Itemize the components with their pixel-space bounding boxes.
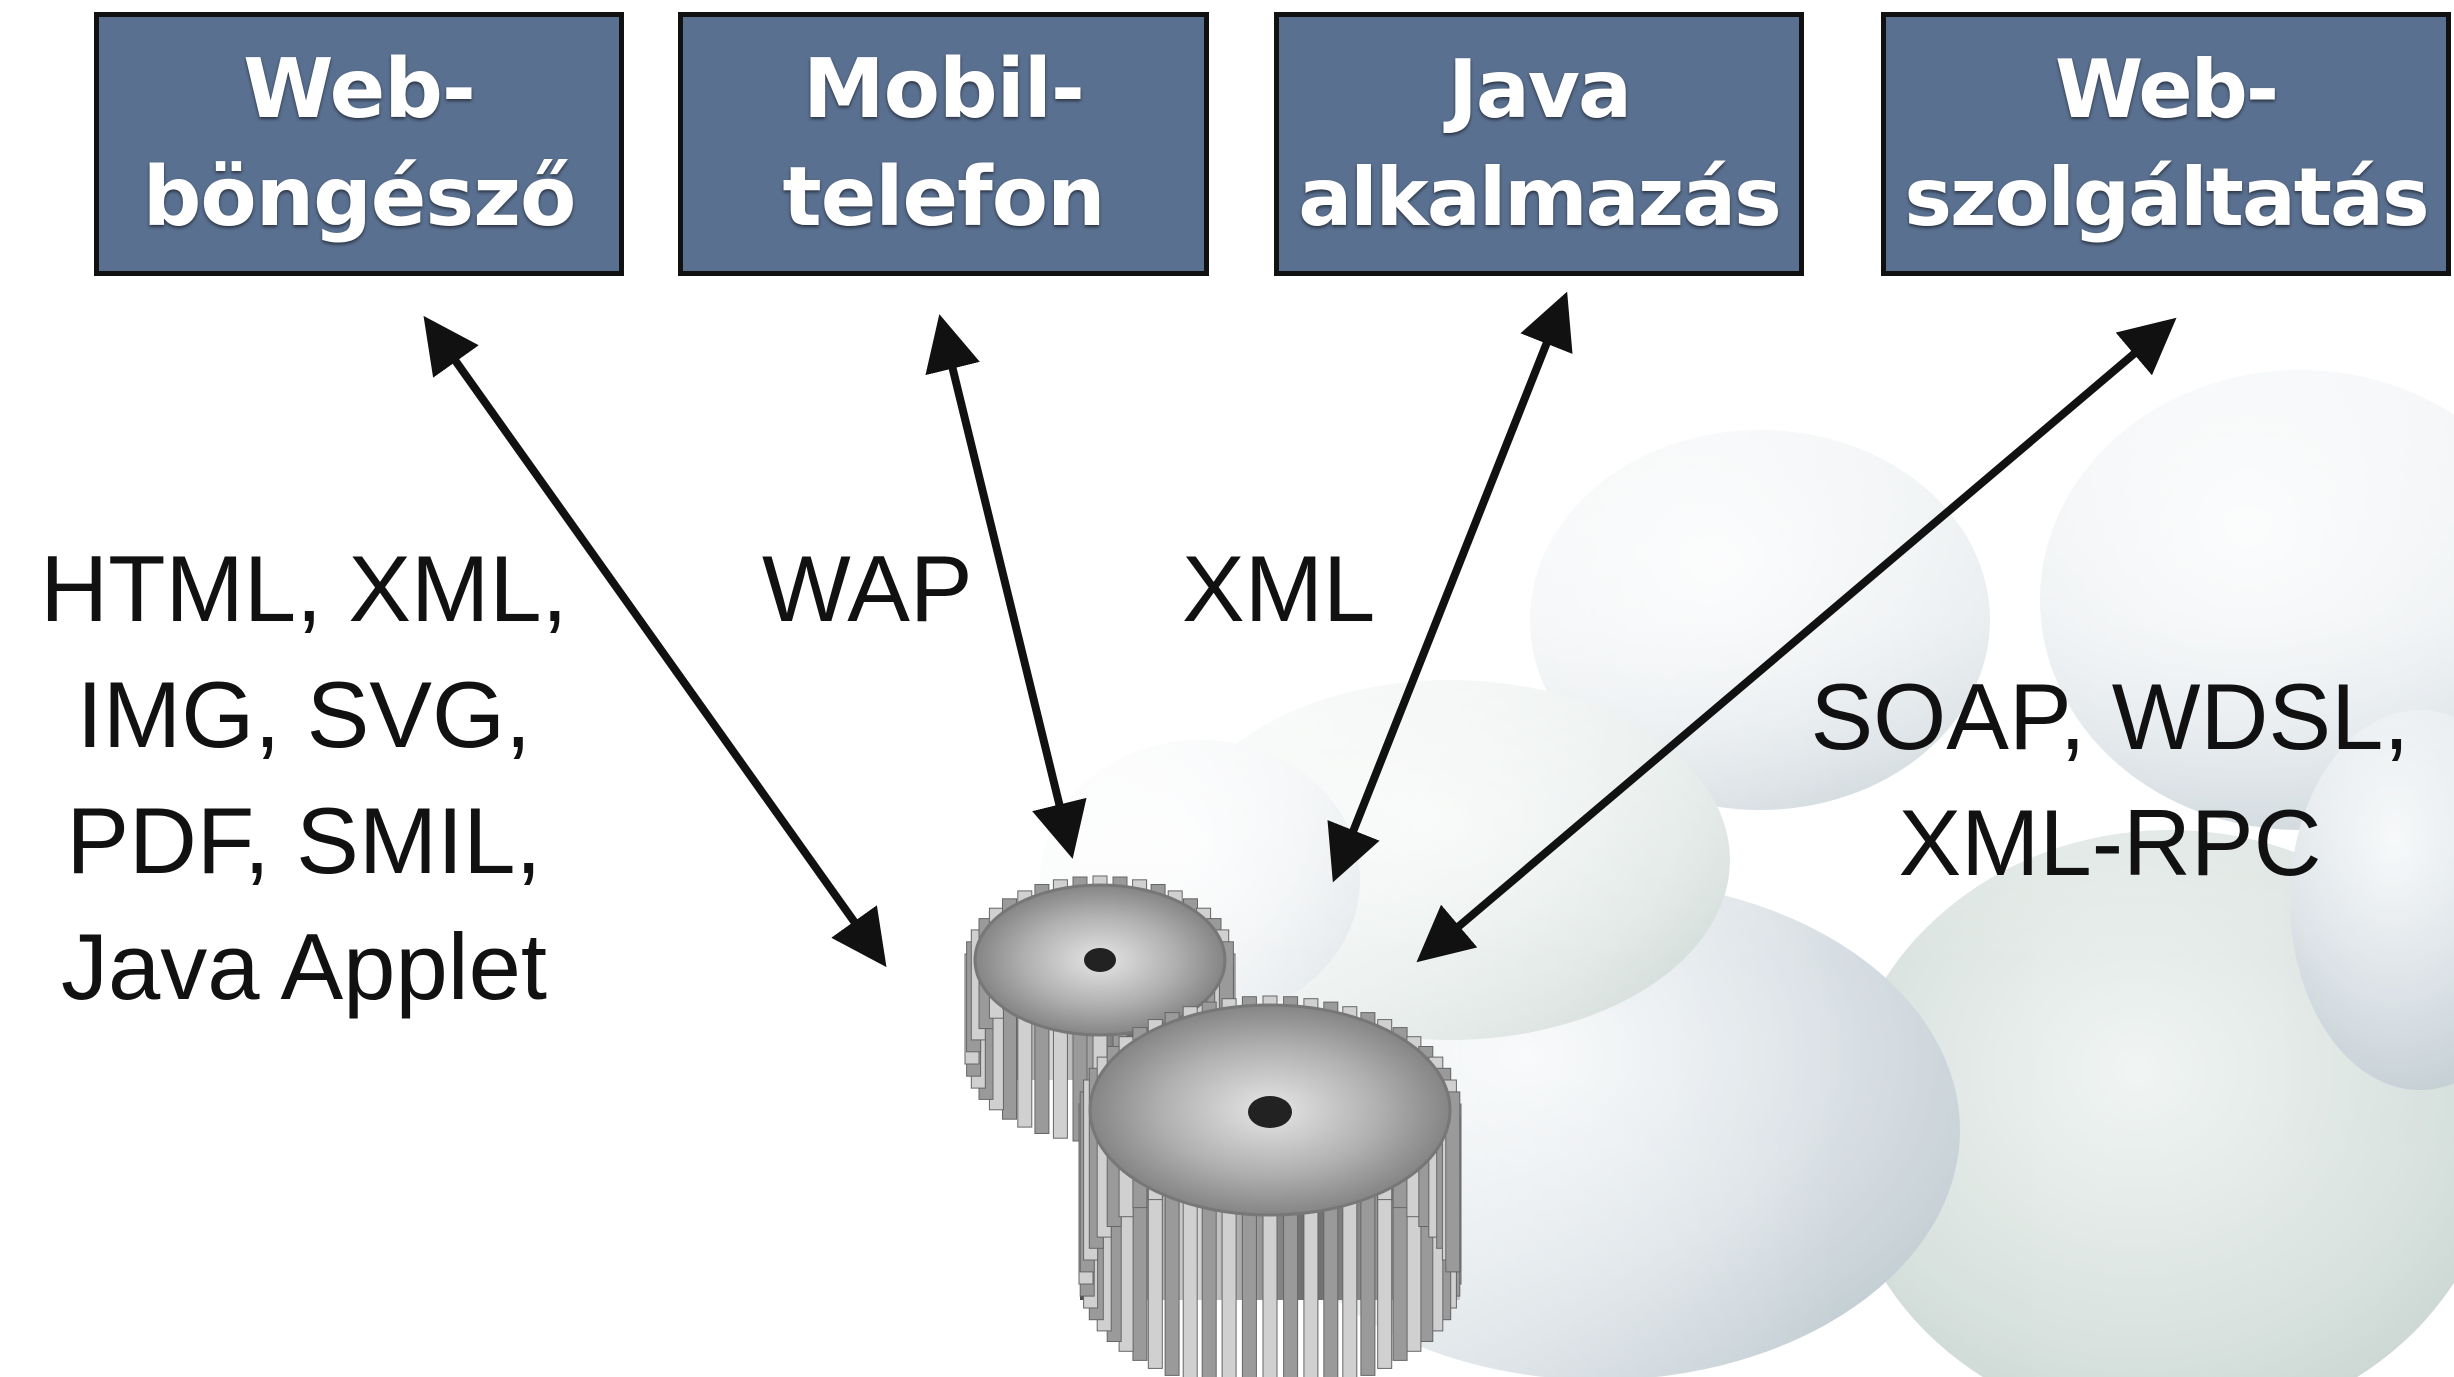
arrow-web-service	[1416, 317, 2177, 963]
protocol-label-browser: HTML, XML, IMG, SVG, PDF, SMIL, Java App…	[40, 536, 568, 1019]
arrow-browser	[423, 315, 887, 968]
client-label-browser: Web- böngésző	[142, 42, 577, 245]
client-label-web-service: Web- szolgáltatás	[1904, 43, 2429, 244]
client-box-web-service: Web- szolgáltatás	[1881, 12, 2451, 276]
client-label-mobile: Mobil- telefon	[782, 42, 1106, 245]
protocol-label-java: XML	[1182, 536, 1376, 641]
client-box-browser: Web- böngésző	[94, 12, 624, 276]
protocol-label-mobile: WAP	[762, 536, 973, 641]
client-box-mobile: Mobil- telefon	[678, 12, 1209, 276]
arrow-mobile	[925, 314, 1087, 859]
client-label-java-app: Java alkalmazás	[1298, 43, 1782, 244]
client-box-java-app: Java alkalmazás	[1274, 12, 1804, 276]
large-gear	[1078, 995, 1462, 1377]
protocol-label-web-service: SOAP, WDSL, XML-RPC	[1810, 664, 2410, 895]
